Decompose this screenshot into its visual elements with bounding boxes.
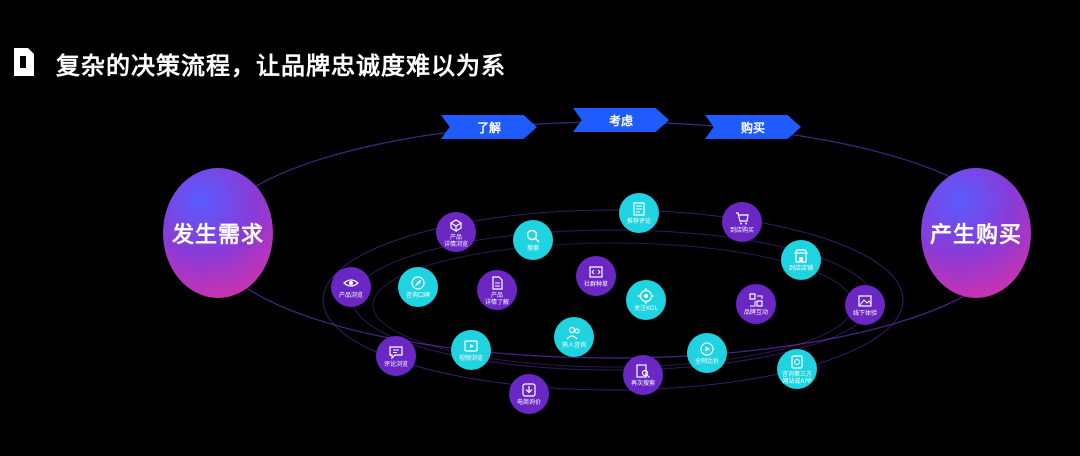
touchpoint-label: 视频浏览 bbox=[458, 355, 483, 362]
touchpoint-node-16: 再次搜索 bbox=[623, 355, 663, 395]
people-icon bbox=[566, 326, 580, 340]
touchpoint-label: 产品详情了解 bbox=[484, 291, 509, 306]
touchpoint-node-5: 到店店铺 bbox=[781, 240, 821, 280]
box-icon bbox=[449, 218, 463, 232]
cart-icon bbox=[736, 212, 749, 225]
touchpoint-node-18: 咨询第三方网站或APP bbox=[777, 349, 817, 389]
touchpoint-node-19: 电商询价 bbox=[509, 374, 549, 414]
image-icon bbox=[858, 295, 872, 307]
touchpoint-node-1: 产品详情浏览 bbox=[436, 212, 476, 252]
document-icon bbox=[633, 202, 645, 216]
target-icon bbox=[638, 288, 654, 304]
brand-logo-icon bbox=[14, 48, 34, 76]
touchpoint-node-17: 全网比价 bbox=[687, 333, 727, 373]
search-icon bbox=[526, 229, 540, 243]
purchase-made-circle: 产生购买 bbox=[921, 168, 1031, 298]
play-icon bbox=[700, 342, 714, 356]
touchpoint-label: 咨询第三方网站或APP bbox=[781, 370, 812, 385]
touchpoint-node-13: 评论浏览 bbox=[376, 336, 416, 376]
touchpoint-node-4: 到店购买 bbox=[722, 202, 762, 242]
touchpoint-label: 产品详情浏览 bbox=[443, 233, 468, 248]
touchpoint-node-11: 品牌互动 bbox=[736, 284, 776, 324]
file-icon bbox=[492, 275, 503, 290]
touchpoint-label: 再次搜索 bbox=[630, 380, 655, 387]
touchpoint-label: 社群种草 bbox=[583, 281, 608, 288]
code-icon bbox=[589, 266, 603, 278]
touchpoint-label: 评论浏览 bbox=[383, 361, 408, 368]
touchpoint-node-2: 搜索 bbox=[513, 220, 553, 260]
touchpoint-node-9: 社群种草 bbox=[576, 256, 616, 296]
interact-icon bbox=[749, 293, 763, 307]
touchpoint-label: 到店店铺 bbox=[788, 265, 813, 272]
touchpoint-label: 推荐评论 bbox=[626, 218, 651, 225]
store-icon bbox=[793, 249, 809, 263]
comment-icon bbox=[389, 346, 403, 360]
eye-icon bbox=[343, 279, 359, 287]
app-icon bbox=[791, 354, 803, 369]
touchpoint-label: 咨询口碑 bbox=[405, 292, 430, 299]
touchpoint-label: 全网比价 bbox=[694, 358, 719, 365]
touchpoint-node-14: 视频浏览 bbox=[451, 330, 491, 370]
leaf-icon bbox=[411, 276, 425, 290]
touchpoint-label: 电商询价 bbox=[516, 399, 541, 406]
touchpoint-node-12: 线下体验 bbox=[845, 285, 885, 325]
download-icon bbox=[522, 383, 536, 397]
touchpoint-label: 搜索 bbox=[526, 245, 539, 252]
stage-arrow-purchase: 购买 bbox=[705, 115, 801, 139]
page-title: 复杂的决策流程，让品牌忠诚度难以为系 bbox=[56, 52, 506, 80]
touchpoint-node-6: 产品浏览 bbox=[331, 267, 371, 307]
search-doc-icon bbox=[636, 364, 650, 378]
touchpoint-node-8: 产品详情了解 bbox=[477, 270, 517, 310]
touchpoint-label: 熟人咨询 bbox=[561, 342, 586, 349]
video-icon bbox=[464, 340, 478, 352]
touchpoint-label: 品牌互动 bbox=[743, 309, 768, 316]
touchpoint-node-15: 熟人咨询 bbox=[554, 317, 594, 357]
inner-orbit-ring-1 bbox=[322, 209, 904, 391]
touchpoint-node-7: 咨询口碑 bbox=[398, 267, 438, 307]
touchpoint-node-3: 推荐评论 bbox=[619, 193, 659, 233]
touchpoint-label: 到店购买 bbox=[729, 227, 754, 234]
touchpoint-label: 线下体验 bbox=[852, 310, 877, 317]
touchpoint-label: 关注KOL bbox=[634, 305, 658, 312]
touchpoint-node-10: 关注KOL bbox=[626, 280, 666, 320]
stage-arrow-understand: 了解 bbox=[441, 115, 537, 139]
touchpoint-label: 产品浏览 bbox=[338, 292, 363, 299]
need-arises-circle: 发生需求 bbox=[163, 168, 273, 298]
stage-arrow-consider: 考虑 bbox=[573, 108, 669, 132]
